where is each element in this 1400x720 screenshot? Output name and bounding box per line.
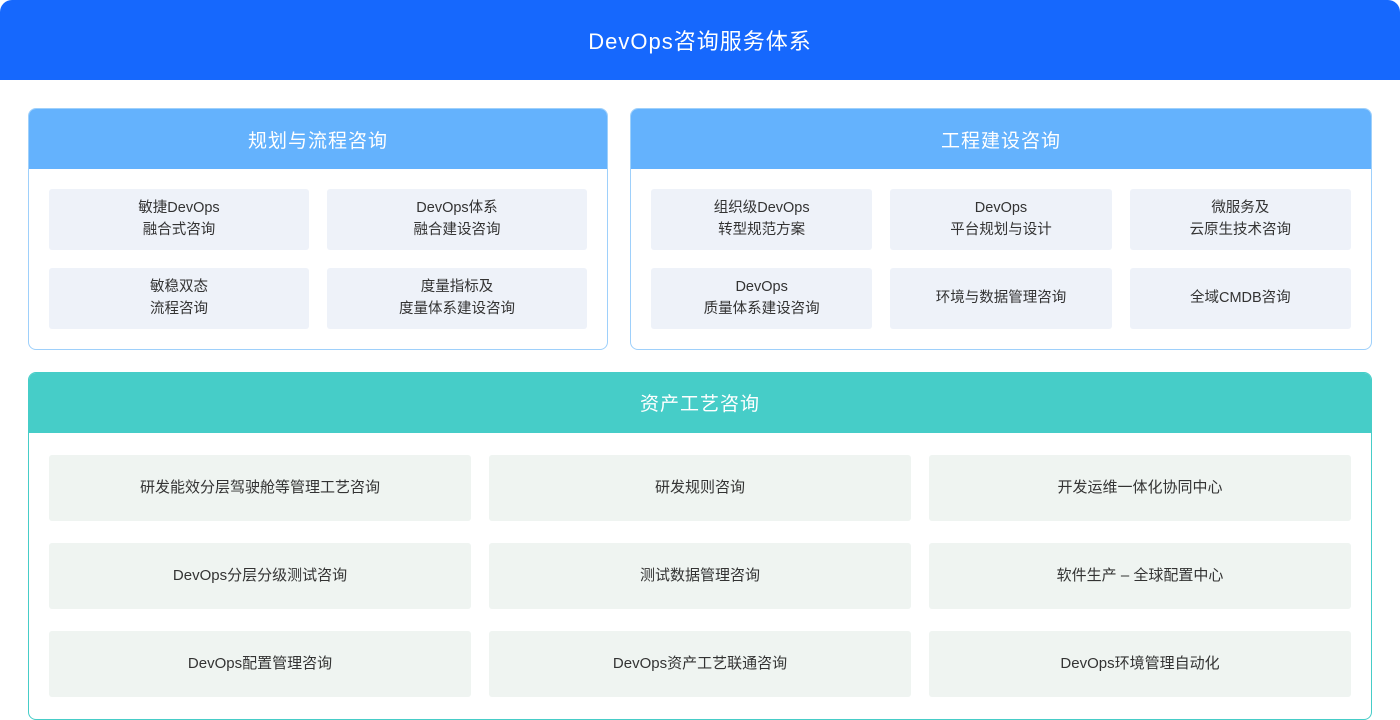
diagram-content: 规划与流程咨询 敏捷DevOps 融合式咨询 DevOps体系 融合建设咨询 敏… [0,80,1400,720]
service-card[interactable]: 研发规则咨询 [489,454,911,521]
service-card-label: 度量指标及 度量体系建设咨询 [399,278,515,318]
service-card[interactable]: 全域CMDB咨询 [1129,267,1351,329]
service-card[interactable]: DevOps体系 融合建设咨询 [327,189,587,250]
service-card-label: 全域CMDB咨询 [1189,290,1291,307]
service-card-label: 微服务及 云原生技术咨询 [1189,200,1292,239]
service-card-label: 研发规则咨询 [654,479,745,497]
service-card[interactable]: 度量指标及 度量体系建设咨询 [327,267,587,329]
panel-asset-process-cards: 研发能效分层驾驶舱等管理工艺咨询 研发规则咨询 开发运维一体化协同中心 DevO… [29,433,1371,719]
service-card-label: DevOps体系 融合建设咨询 [413,200,501,239]
service-card[interactable]: 开发运维一体化协同中心 [929,454,1351,521]
service-card[interactable]: 测试数据管理咨询 [489,542,911,609]
service-card-label: 软件生产 – 全球配置中心 [1056,567,1224,585]
panel-engineering-construction-cards: 组织级DevOps 转型规范方案 DevOps 平台规划与设计 微服务及 云原生… [631,169,1371,349]
service-card[interactable]: DevOps 平台规划与设计 [890,189,1112,250]
service-card[interactable]: 敏捷DevOps 融合式咨询 [49,189,309,250]
service-card-label: 环境与数据管理咨询 [935,290,1067,307]
panel-planning-process-cards: 敏捷DevOps 融合式咨询 DevOps体系 融合建设咨询 敏稳双态 流程咨询… [29,169,607,349]
service-card[interactable]: DevOps环境管理自动化 [929,630,1351,697]
panel-planning-process-title: 规划与流程咨询 [247,130,388,152]
service-card-label: 组织级DevOps 转型规范方案 [713,200,810,239]
service-card-label: DevOps 质量体系建设咨询 [703,278,820,318]
top-panel-row: 规划与流程咨询 敏捷DevOps 融合式咨询 DevOps体系 融合建设咨询 敏… [28,108,1372,350]
service-card[interactable]: 微服务及 云原生技术咨询 [1129,189,1351,250]
service-card-label: 敏捷DevOps 融合式咨询 [138,200,220,239]
service-card[interactable]: 敏稳双态 流程咨询 [49,267,309,329]
panel-asset-process: 资产工艺咨询 研发能效分层驾驶舱等管理工艺咨询 研发规则咨询 开发运维一体化协同… [28,371,1372,720]
panel-engineering-construction-title: 工程建设咨询 [940,130,1061,152]
service-card[interactable]: 研发能效分层驾驶舱等管理工艺咨询 [49,454,471,521]
service-card-label: 测试数据管理咨询 [639,567,760,585]
service-card[interactable]: 软件生产 – 全球配置中心 [929,542,1351,609]
service-card-label: DevOps资产工艺联通咨询 [612,655,788,673]
panel-asset-process-title: 资产工艺咨询 [639,394,760,416]
service-card[interactable]: DevOps配置管理咨询 [49,630,471,697]
service-card[interactable]: 组织级DevOps 转型规范方案 [651,189,873,250]
service-card-label: 开发运维一体化协同中心 [1057,479,1223,497]
panel-engineering-construction-header: 工程建设咨询 [631,109,1371,169]
service-card-label: DevOps 平台规划与设计 [950,200,1052,239]
panel-planning-process: 规划与流程咨询 敏捷DevOps 融合式咨询 DevOps体系 融合建设咨询 敏… [28,108,608,350]
panel-planning-process-header: 规划与流程咨询 [29,109,607,169]
service-card-label: 敏稳双态 流程咨询 [150,278,208,318]
service-card-label: DevOps环境管理自动化 [1060,655,1220,673]
service-card[interactable]: DevOps 质量体系建设咨询 [651,267,873,329]
service-card-label: DevOps配置管理咨询 [187,655,333,673]
service-card[interactable]: DevOps分层分级测试咨询 [49,542,471,609]
panel-asset-process-header: 资产工艺咨询 [29,372,1371,433]
service-card-label: DevOps分层分级测试咨询 [172,567,348,585]
panel-engineering-construction: 工程建设咨询 组织级DevOps 转型规范方案 DevOps 平台规划与设计 微… [630,108,1372,350]
page-title: DevOps咨询服务体系 [588,29,812,54]
service-card[interactable]: DevOps资产工艺联通咨询 [489,630,911,697]
service-card-label: 研发能效分层驾驶舱等管理工艺咨询 [139,479,380,497]
service-card[interactable]: 环境与数据管理咨询 [890,267,1112,329]
page-banner: DevOps咨询服务体系 [0,0,1400,80]
